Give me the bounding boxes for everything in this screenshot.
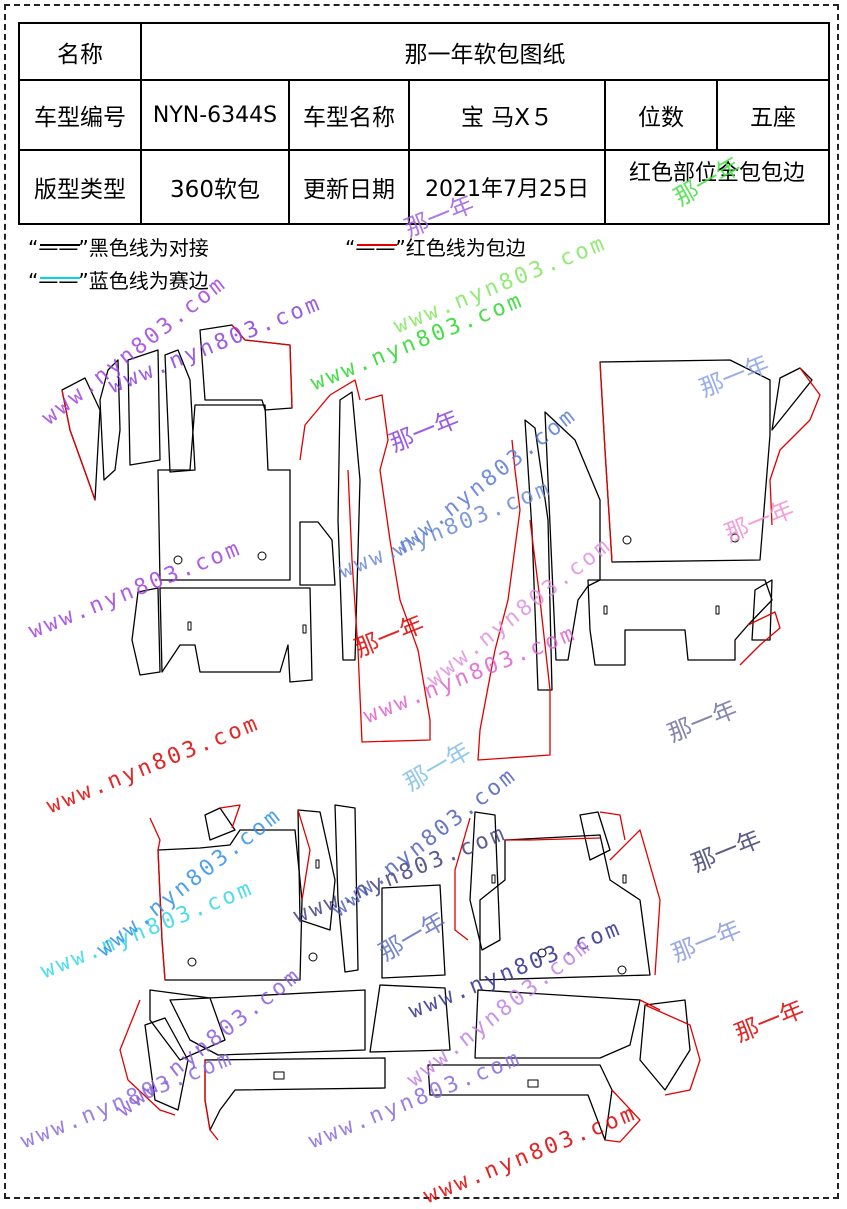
pattern-piece xyxy=(157,404,291,581)
red-edge xyxy=(231,324,293,409)
pattern-type: 360软包 xyxy=(140,149,290,225)
red-edge xyxy=(297,809,311,901)
pattern-piece xyxy=(544,411,601,661)
model-code-label: 车型编号 xyxy=(18,79,142,151)
red-edge xyxy=(61,389,96,501)
red-edge xyxy=(599,811,626,841)
red-edge xyxy=(769,367,821,526)
legend-black-swatch xyxy=(40,244,80,246)
pattern-piece xyxy=(149,989,226,1061)
edge-note: 红色部位全包包边 xyxy=(603,149,831,225)
red-edge xyxy=(604,1089,641,1143)
pattern-piece xyxy=(337,391,361,661)
update-label: 更新日期 xyxy=(288,149,410,225)
pattern-piece xyxy=(297,809,336,931)
pattern-piece xyxy=(751,579,773,641)
red-edge xyxy=(609,829,661,976)
pattern-piece xyxy=(474,989,641,1059)
pattern-piece xyxy=(299,521,336,586)
legend-cyan: “——”蓝色线为赛边 xyxy=(28,269,209,293)
red-edge xyxy=(347,394,431,743)
seats-label: 位数 xyxy=(604,79,718,151)
info-table: 名称 那一年软包图纸 车型编号 NYN-6344S 车型名称 宝 马X５ 位数 … xyxy=(18,22,831,225)
red-edge xyxy=(149,817,166,981)
pattern-piece xyxy=(164,349,196,473)
model-code: NYN-6344S xyxy=(140,79,290,151)
dashed-border xyxy=(4,4,839,1199)
pattern-piece xyxy=(204,807,236,841)
legend-black: “——”黑色线为对接 xyxy=(28,236,209,260)
pattern-piece xyxy=(369,984,451,1053)
red-edge xyxy=(505,837,601,841)
legend-red: “——”红色线为包边 xyxy=(345,236,526,260)
red-edge xyxy=(599,361,613,563)
red-edge xyxy=(219,804,241,829)
pattern-piece xyxy=(131,587,161,676)
pattern-piece xyxy=(99,359,121,481)
red-edge xyxy=(204,1060,219,1141)
red-edge xyxy=(739,611,781,666)
pattern-piece xyxy=(381,884,446,979)
seats-value: 五座 xyxy=(715,79,831,151)
red-edge xyxy=(644,1004,701,1096)
red-edge xyxy=(477,439,551,761)
pattern-piece xyxy=(334,804,359,973)
pattern-piece xyxy=(144,1017,189,1111)
model-name-label: 车型名称 xyxy=(288,79,410,151)
pattern-piece xyxy=(587,579,773,666)
pattern-type-label: 版型类型 xyxy=(18,149,142,225)
name-label: 名称 xyxy=(18,22,142,81)
pattern-piece xyxy=(159,587,313,683)
pattern-piece xyxy=(524,419,553,691)
legend-cyan-swatch xyxy=(40,277,80,279)
pattern-piece xyxy=(169,989,366,1056)
sheet-title: 那一年软包图纸 xyxy=(139,22,831,81)
red-edge xyxy=(299,379,361,461)
pattern-piece xyxy=(479,834,651,981)
update-date: 2021年7月25日 xyxy=(408,149,606,225)
red-edge xyxy=(119,999,176,1116)
red-edge xyxy=(639,999,661,1011)
pattern-piece xyxy=(639,999,691,1091)
pattern-piece xyxy=(579,811,611,861)
red-edge xyxy=(454,817,471,941)
legend-red-swatch xyxy=(357,244,397,246)
pattern-piece xyxy=(771,367,813,431)
model-name: 宝 马X５ xyxy=(408,79,606,151)
pattern-piece xyxy=(127,349,161,466)
pattern-piece xyxy=(469,811,501,951)
